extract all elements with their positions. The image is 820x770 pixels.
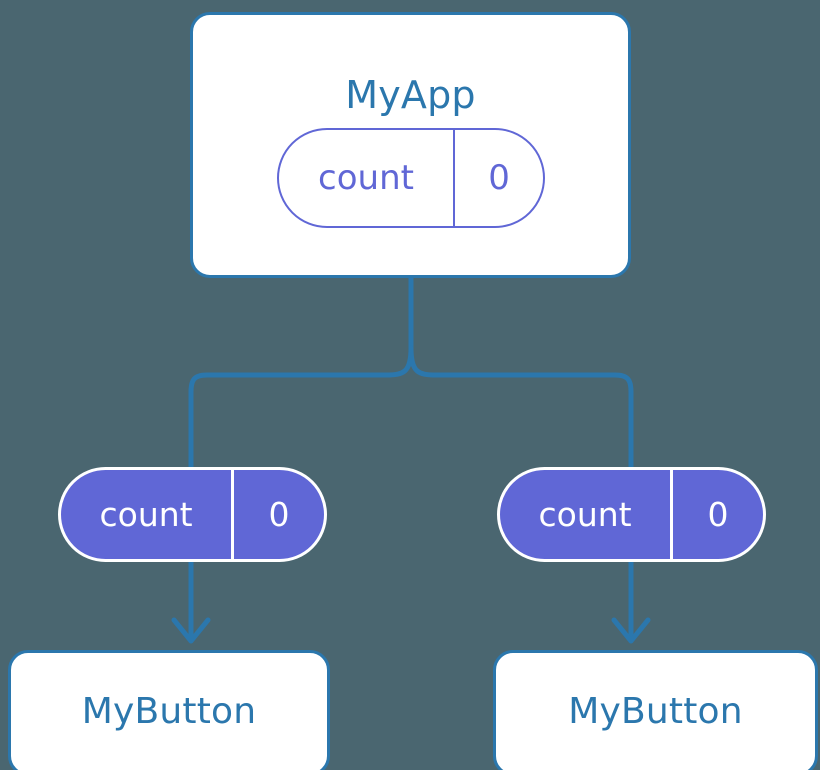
prop-pill-left-count[interactable]: count 0	[58, 467, 327, 562]
state-pill-myapp-count[interactable]: count 0	[277, 128, 545, 228]
connector-branch-right	[408, 345, 634, 473]
component-title-mybutton: MyButton	[81, 691, 257, 732]
component-node-mybutton-right[interactable]: MyButton	[493, 650, 818, 770]
prop-pill-value: 0	[231, 470, 324, 559]
state-pill-key: count	[318, 158, 414, 198]
arrow-head-right	[611, 617, 651, 644]
component-title-myapp: MyApp	[345, 73, 476, 117]
component-title-mybutton: MyButton	[568, 691, 743, 732]
connector-branch-left	[188, 345, 414, 473]
prop-pill-value: 0	[670, 470, 763, 559]
prop-pill-key: count	[538, 495, 632, 534]
arrow-head-left	[171, 617, 211, 644]
prop-pill-key: count	[99, 495, 193, 534]
component-node-mybutton-left[interactable]: MyButton	[8, 650, 330, 770]
state-pill-value: 0	[453, 130, 543, 226]
prop-pill-right-count[interactable]: count 0	[497, 467, 766, 562]
